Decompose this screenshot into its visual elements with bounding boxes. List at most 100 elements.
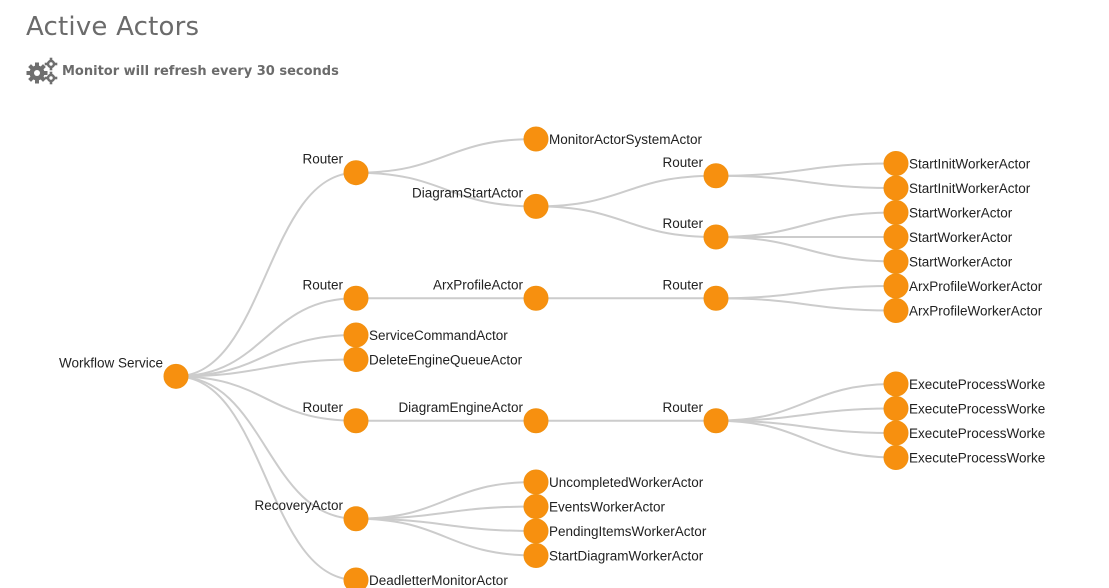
- actor-node-label: Router: [302, 277, 343, 292]
- tree-links: [175, 138, 897, 581]
- actor-node[interactable]: Router: [302, 277, 369, 311]
- actor-node-circle[interactable]: [883, 175, 909, 201]
- tree-link: [715, 174, 897, 189]
- actor-node[interactable]: Router: [662, 400, 729, 434]
- actor-node-label: ServiceCommandActor: [369, 328, 508, 343]
- actor-node[interactable]: StartWorkerActor: [883, 249, 1013, 274]
- actor-node-circle[interactable]: [523, 469, 549, 495]
- actor-node[interactable]: MonitorActorSystemActor: [523, 126, 703, 152]
- actor-node-label: ArxProfileActor: [433, 277, 524, 292]
- actor-node-circle[interactable]: [343, 408, 369, 434]
- actor-node-circle[interactable]: [343, 506, 369, 532]
- actor-node[interactable]: UncompletedWorkerActor: [523, 469, 704, 495]
- actor-node-circle[interactable]: [703, 163, 729, 189]
- actor-node-circle[interactable]: [703, 224, 729, 250]
- tree-link: [355, 171, 537, 208]
- actor-node-label: Router: [662, 400, 703, 415]
- actor-node-circle[interactable]: [883, 249, 909, 274]
- actor-node[interactable]: ArxProfileWorkerActor: [883, 273, 1043, 299]
- page-title: Active Actors: [26, 12, 200, 42]
- tree-link: [715, 383, 897, 422]
- actor-node[interactable]: StartWorkerActor: [883, 200, 1013, 225]
- actor-node[interactable]: EventsWorkerActor: [523, 494, 666, 519]
- gears-icon: [26, 57, 58, 85]
- actor-node-label: Workflow Service: [59, 355, 163, 370]
- actor-node[interactable]: Router: [662, 277, 729, 311]
- actor-node[interactable]: PendingItemsWorkerActor: [523, 518, 707, 544]
- tree-link: [535, 174, 717, 208]
- actor-node-label: ExecuteProcessWorke: [909, 451, 1045, 466]
- actor-node-circle[interactable]: [883, 151, 909, 176]
- actor-node[interactable]: DiagramStartActor: [412, 185, 549, 219]
- actor-node[interactable]: StartInitWorkerActor: [883, 175, 1031, 201]
- actor-node[interactable]: Workflow Service: [59, 355, 189, 389]
- actor-node-circle[interactable]: [523, 494, 549, 519]
- actor-node-circle[interactable]: [883, 396, 909, 421]
- actor-node-label: StartWorkerActor: [909, 230, 1013, 245]
- actor-node-circle[interactable]: [523, 126, 549, 152]
- actor-node-label: EventsWorkerActor: [549, 500, 666, 515]
- tree-link: [355, 517, 537, 557]
- actor-node-circle[interactable]: [523, 193, 549, 219]
- actor-node-circle[interactable]: [703, 408, 729, 434]
- actor-node[interactable]: DiagramEngineActor: [398, 400, 549, 434]
- actor-node-label: DiagramEngineActor: [398, 400, 523, 415]
- actor-node-circle[interactable]: [703, 285, 729, 311]
- actor-node-circle[interactable]: [343, 285, 369, 311]
- actor-node[interactable]: ArxProfileActor: [433, 277, 549, 311]
- actor-node-circle[interactable]: [883, 224, 909, 250]
- actor-node-circle[interactable]: [523, 285, 549, 311]
- actor-node[interactable]: StartWorkerActor: [883, 224, 1013, 250]
- tree-link: [355, 138, 537, 174]
- actor-node-circle[interactable]: [883, 420, 909, 446]
- actor-node[interactable]: ExecuteProcessWorke: [883, 420, 1045, 446]
- actor-node[interactable]: ServiceCommandActor: [343, 322, 508, 348]
- tree-link: [715, 419, 897, 459]
- actor-node[interactable]: ArxProfileWorkerActor: [883, 298, 1043, 323]
- actor-node-circle[interactable]: [523, 408, 549, 434]
- tree-link: [175, 375, 357, 520]
- actor-node-label: ExecuteProcessWorke: [909, 426, 1045, 441]
- actor-node-label: ArxProfileWorkerActor: [909, 304, 1043, 319]
- actor-node-label: Router: [302, 400, 343, 415]
- actor-node-label: DeadletterMonitorActor: [369, 573, 508, 588]
- actor-node-circle[interactable]: [883, 371, 909, 397]
- actor-node-circle[interactable]: [523, 518, 549, 544]
- actor-node-circle[interactable]: [523, 543, 549, 568]
- tree-link: [715, 236, 897, 263]
- actor-node-circle[interactable]: [343, 322, 369, 348]
- actor-node[interactable]: StartDiagramWorkerActor: [523, 543, 704, 568]
- actor-node-circle[interactable]: [343, 567, 369, 588]
- tree-link: [175, 297, 357, 378]
- actor-node-circle[interactable]: [883, 298, 909, 323]
- actor-node[interactable]: RecoveryActor: [254, 498, 369, 532]
- actor-node-circle[interactable]: [883, 200, 909, 225]
- actor-node-label: StartWorkerActor: [909, 255, 1013, 270]
- tree-link: [715, 211, 897, 238]
- actor-node-circle[interactable]: [163, 363, 189, 389]
- actor-node[interactable]: Router: [662, 216, 729, 250]
- actor-node[interactable]: Router: [302, 400, 369, 434]
- actor-node-label: Router: [662, 277, 703, 292]
- actor-node[interactable]: ExecuteProcessWorke: [883, 371, 1045, 397]
- actor-node[interactable]: ExecuteProcessWorke: [883, 396, 1045, 421]
- actor-node-circle[interactable]: [883, 445, 909, 470]
- actor-node-label: ExecuteProcessWorke: [909, 402, 1045, 417]
- actor-node-label: RecoveryActor: [254, 498, 343, 513]
- actor-node-label: StartDiagramWorkerActor: [549, 549, 704, 564]
- actor-node-label: StartWorkerActor: [909, 206, 1013, 221]
- actor-node[interactable]: DeadletterMonitorActor: [343, 567, 508, 588]
- tree-link: [715, 285, 897, 300]
- actor-node[interactable]: StartInitWorkerActor: [883, 151, 1031, 176]
- actor-node-circle[interactable]: [883, 273, 909, 299]
- tree-link: [715, 297, 897, 312]
- actor-node[interactable]: Router: [302, 152, 369, 186]
- actor-node-label: ExecuteProcessWorke: [909, 377, 1045, 392]
- actor-node-label: ArxProfileWorkerActor: [909, 279, 1043, 294]
- actor-node[interactable]: DeleteEngineQueueActor: [343, 347, 523, 372]
- actor-node-circle[interactable]: [343, 347, 369, 372]
- actor-node-circle[interactable]: [343, 160, 369, 186]
- actor-node[interactable]: ExecuteProcessWorke: [883, 445, 1045, 470]
- actor-node[interactable]: Router: [662, 155, 729, 189]
